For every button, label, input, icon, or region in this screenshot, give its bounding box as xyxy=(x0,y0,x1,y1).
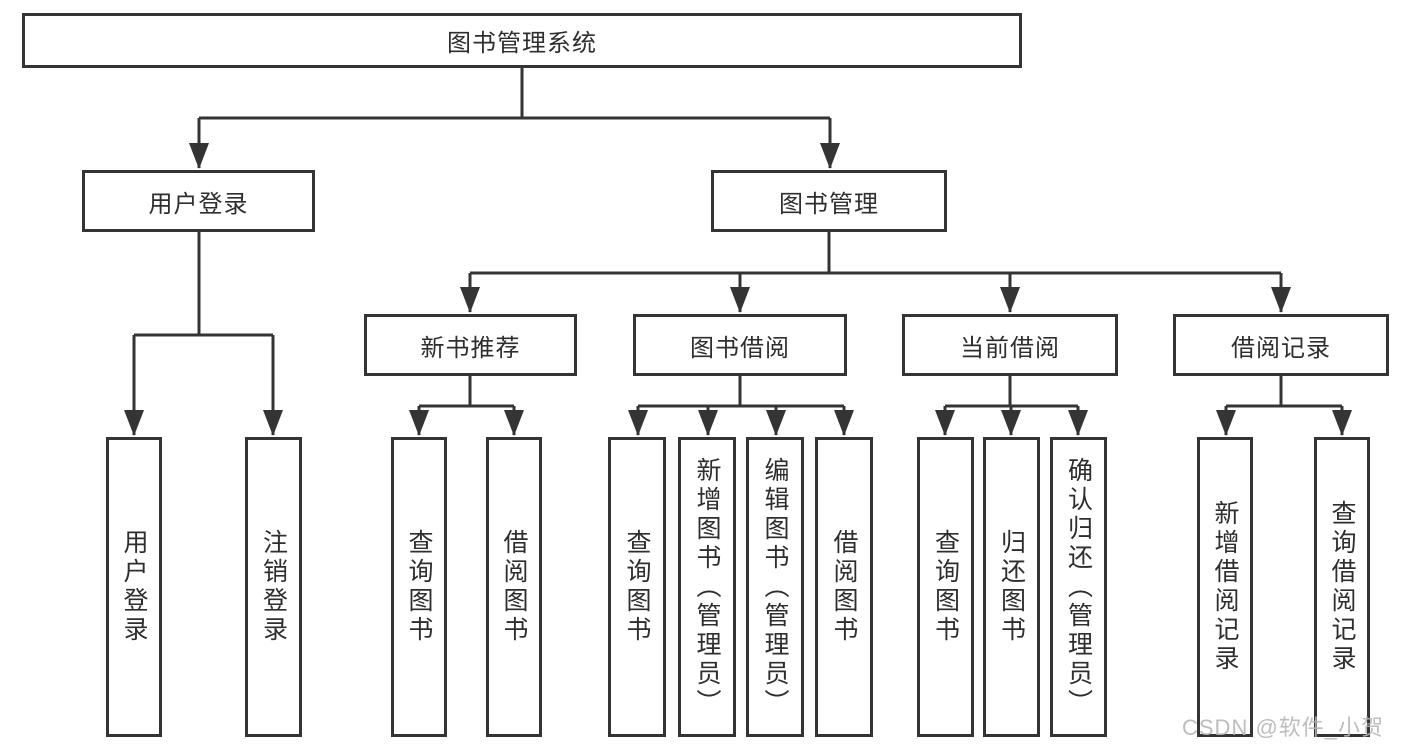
node-cb-confirm-return: 确认归还（管理员） xyxy=(1050,437,1107,737)
node-br-add-record: 新增借阅记录 xyxy=(1197,437,1253,737)
node-cb-query-books: 查询图书 xyxy=(917,437,974,737)
node-new-book-recommend: 新书推荐 xyxy=(364,314,577,376)
node-nbr-query-books: 查询图书 xyxy=(391,437,447,737)
node-library-management-system: 图书管理系统 xyxy=(22,13,1022,68)
node-br-query-record: 查询借阅记录 xyxy=(1314,437,1370,737)
node-leaf-user-login: 用户登录 xyxy=(106,437,162,737)
node-leaf-logout: 注销登录 xyxy=(245,437,302,737)
tree-branch-lines xyxy=(134,68,1342,408)
node-current-borrow: 当前借阅 xyxy=(902,314,1118,376)
node-bb-add-books: 新增图书（管理员） xyxy=(678,437,736,737)
node-book-borrow: 图书借阅 xyxy=(633,314,847,376)
node-bb-borrow-books: 借阅图书 xyxy=(815,437,873,737)
node-borrow-records: 借阅记录 xyxy=(1173,314,1389,376)
node-book-management: 图书管理 xyxy=(711,170,947,232)
node-bb-query-books: 查询图书 xyxy=(608,437,666,737)
node-bb-edit-books: 编辑图书（管理员） xyxy=(746,437,804,737)
node-user-login: 用户登录 xyxy=(82,170,315,232)
csdn-watermark: CSDN @软件_小贺同学 xyxy=(1182,715,1385,740)
node-cb-return-books: 归还图书 xyxy=(983,437,1040,737)
connector-arrows xyxy=(124,118,1352,436)
node-nbr-borrow-books: 借阅图书 xyxy=(486,437,542,737)
